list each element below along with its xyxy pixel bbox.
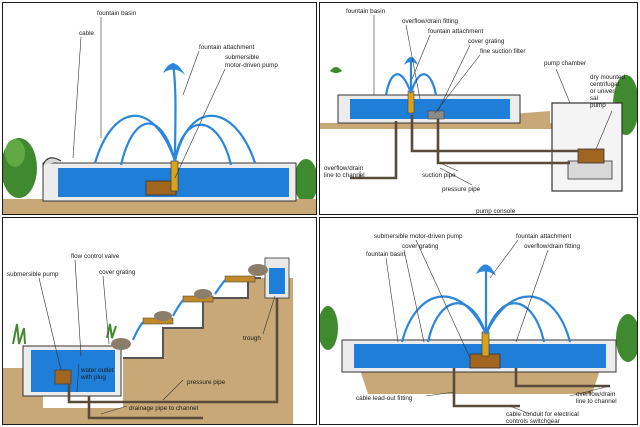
pump-body [54, 369, 72, 385]
label-cover-grating: cover grating [402, 243, 439, 250]
panel-c-illustration: flow control valve submersible pump cove… [3, 253, 293, 424]
label-suction-pipe: suction pipe [422, 172, 456, 179]
label-conduit-1: cable conduit for electrical [506, 411, 579, 418]
label-fountain-basin: fountain basin [366, 251, 406, 258]
label-pump-console: pump console [476, 208, 516, 215]
label-fountain-basin: fountain basin [97, 10, 137, 17]
label-pump-2: motor-driven pump [225, 62, 278, 69]
label-pressure-pipe: pressure pipe [442, 186, 481, 193]
label-drain-line-1: overflow/drain [324, 165, 364, 172]
cable-hood [42, 157, 62, 166]
panel-fountain-basin: fountain basin cable fountain attachment… [2, 2, 317, 215]
label-overflow: overflow/drain fitting [402, 18, 458, 25]
label-pressure-pipe: pressure pipe [187, 379, 226, 386]
label-drain-line-2: line to channel [324, 172, 365, 179]
label-dry-pump-1: dry mounted [590, 74, 625, 81]
shrub-right [616, 314, 637, 362]
label-water-outlet-1: water outlet [80, 367, 114, 374]
panel-cable-conduit: submersible motor-driven pump fountain a… [319, 217, 638, 425]
label-fountain-basin: fountain basin [346, 8, 386, 15]
shrub-right [294, 159, 316, 203]
label-fountain-attachment: fountain attachment [428, 28, 484, 35]
label-dry-pump-3: or univer- [590, 88, 617, 95]
panel-cascade: flow control valve submersible pump cove… [2, 217, 317, 425]
label-cover-grating: cover grating [99, 269, 136, 276]
label-pump: submersible motor-driven pump [374, 233, 463, 240]
cascade-ground [3, 278, 293, 424]
label-conduit-2: controls switchgear [506, 418, 560, 425]
label-flow-valve: flow control valve [71, 253, 120, 260]
dry-pump [577, 148, 605, 164]
label-cable-fitting: cable lead-out fitting [356, 395, 413, 402]
label-dry-pump-2: centrifugal [590, 81, 619, 88]
basin-water [350, 99, 510, 119]
label-overflow: overflow/drain fitting [524, 243, 580, 250]
label-fountain-attachment: fountain attachment [516, 233, 572, 240]
panel-b-illustration: fountain basin overflow/drain fitting fo… [320, 8, 637, 215]
label-dry-pump-4: sal [590, 95, 598, 102]
label-dry-pump-5: pump [590, 102, 606, 109]
label-pump-1: submersible [225, 54, 259, 61]
pump-console [567, 160, 613, 180]
label-drain-line-2: line to channel [576, 398, 617, 405]
panel-a-illustration: fountain basin cable fountain attachment… [3, 10, 316, 214]
label-trough: trough [243, 335, 261, 342]
label-drain-line-1: overflow/drain [576, 391, 616, 398]
label-pump-chamber: pump chamber [544, 60, 586, 67]
riser [170, 160, 179, 192]
label-water-outlet-2: with plug [80, 374, 106, 381]
label-suction-filter: fine suction filter [480, 48, 526, 55]
panel-pump-chamber: fountain basin overflow/drain fitting fo… [319, 2, 638, 215]
basin-water [31, 350, 115, 392]
shrub-left [320, 306, 338, 350]
label-cover-grating: cover grating [468, 38, 505, 45]
label-drainage: drainage pipe to channel [129, 405, 198, 412]
label-pump: submersible pump [7, 271, 59, 278]
panel-d-illustration: submersible motor-driven pump fountain a… [320, 233, 637, 425]
label-fountain-attachment: fountain attachment [199, 44, 255, 51]
label-cable: cable [79, 30, 95, 37]
ground [3, 199, 316, 214]
